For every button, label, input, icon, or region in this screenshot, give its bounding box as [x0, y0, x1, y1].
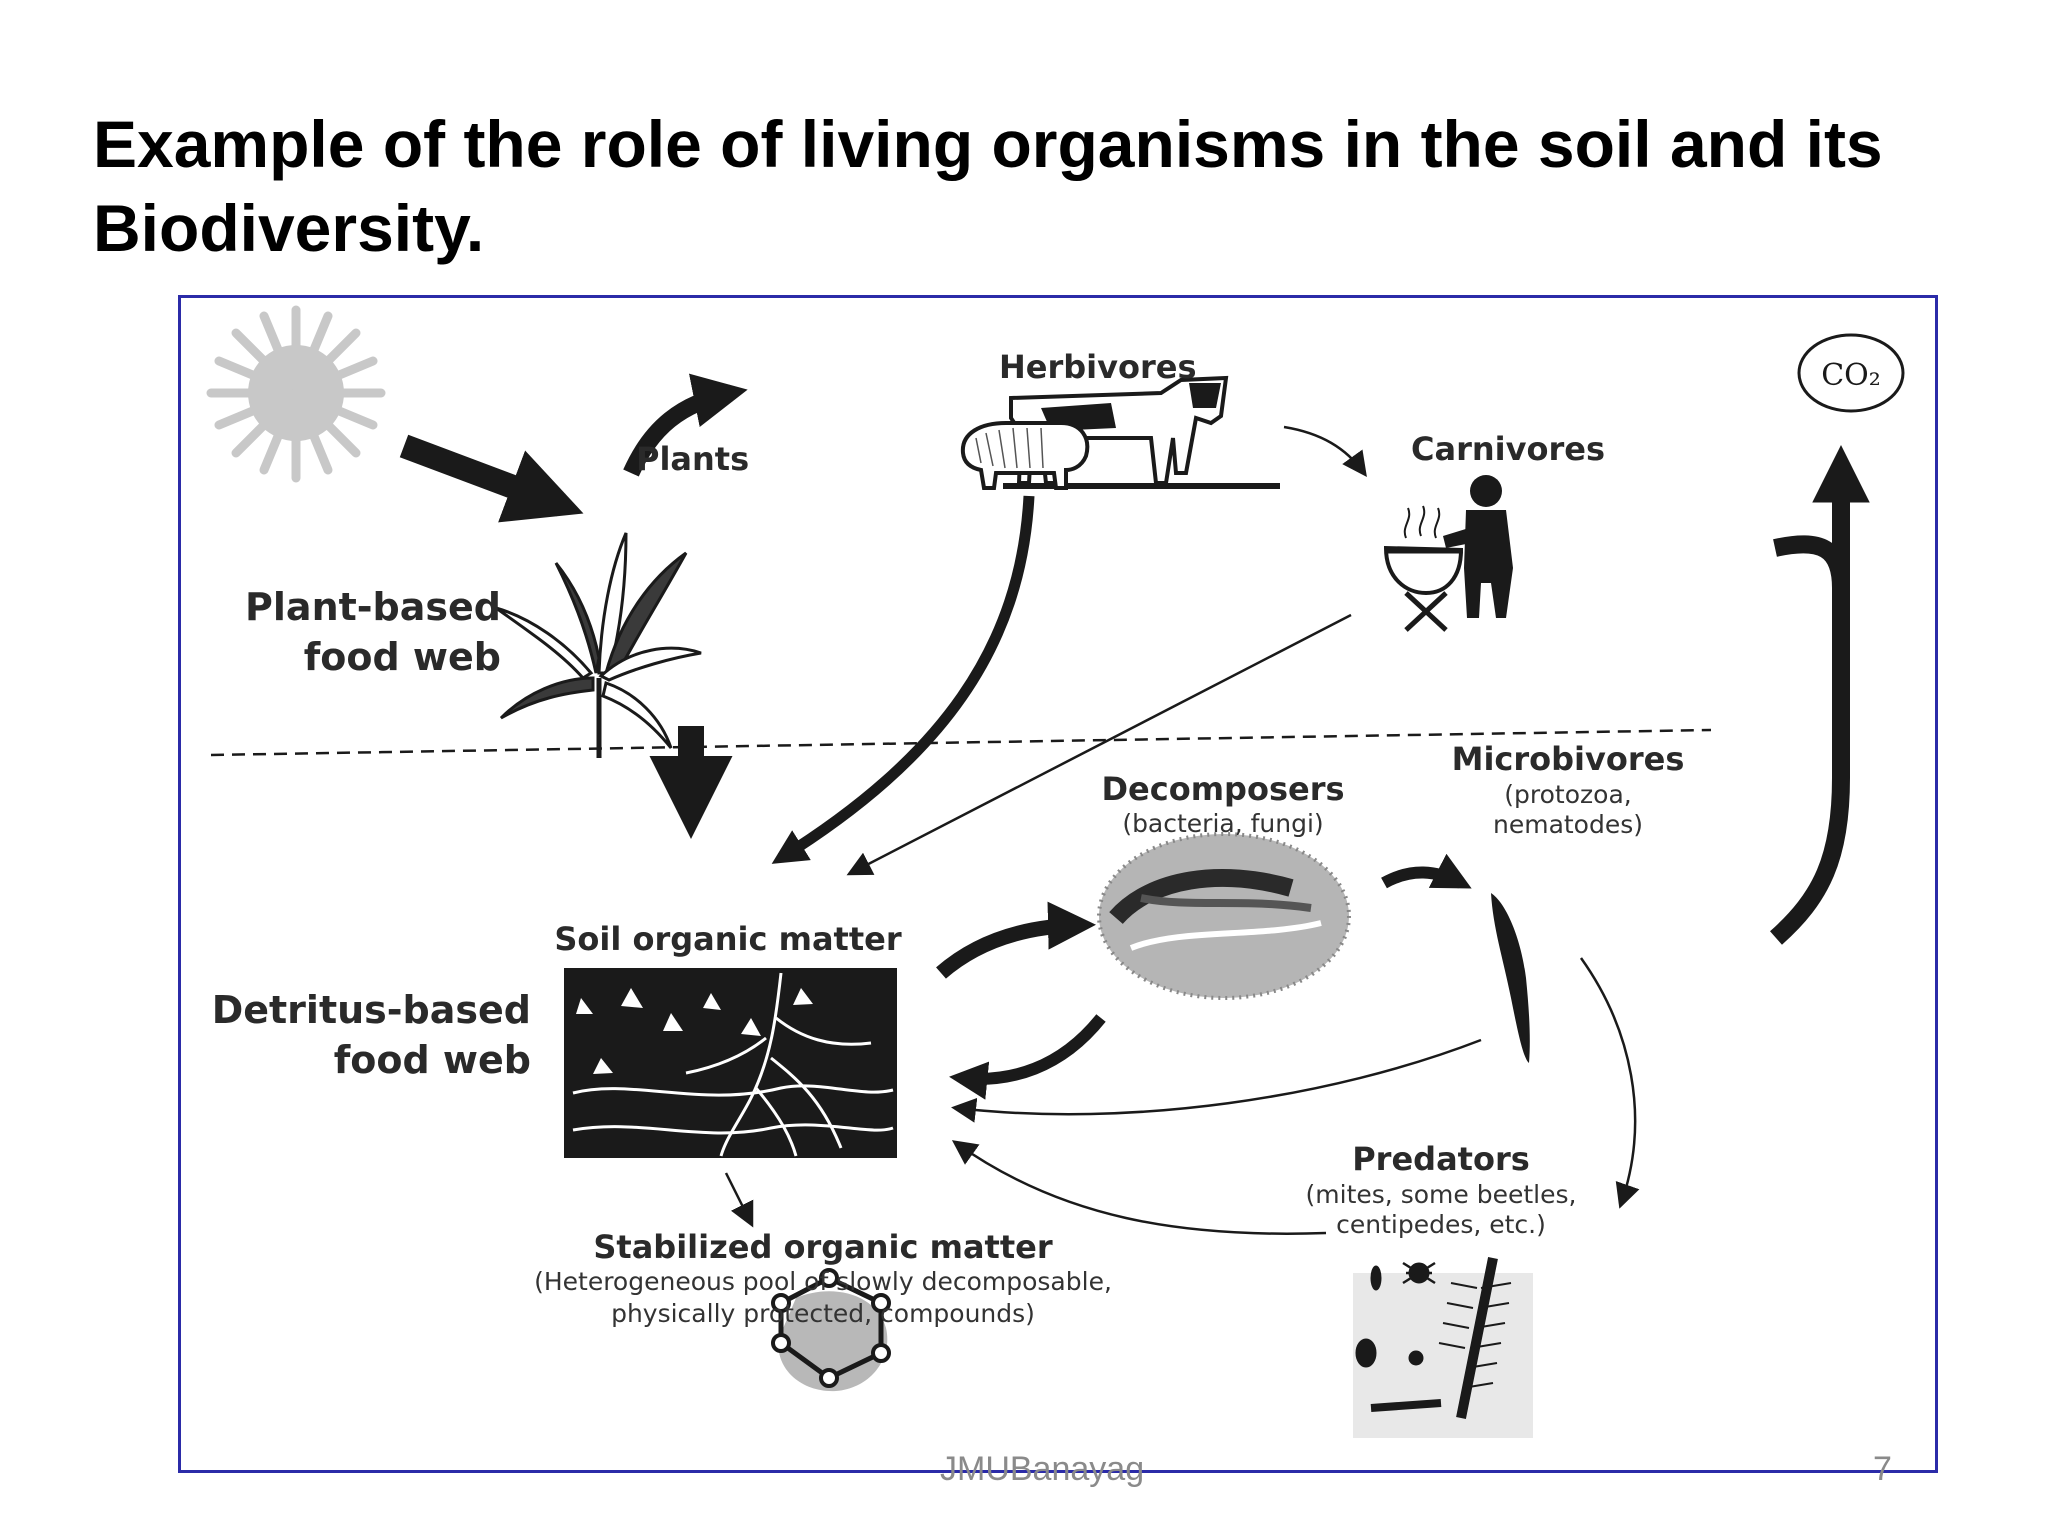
carnivores-to-soil-arrow: [846, 613, 1352, 876]
microbivores-sublabel-1: (protozoa,: [1504, 780, 1631, 809]
detritus-web-label-line2: food web: [334, 1038, 531, 1082]
microbivores-to-soil-arrow: [951, 1038, 1482, 1123]
predators-sublabel-2: centipedes, etc.): [1336, 1210, 1546, 1239]
decomposers-to-soil-arrow: [949, 1014, 1106, 1100]
plant-web-label-line1: Plant-based: [245, 585, 501, 629]
predators-icon: [1353, 1257, 1533, 1438]
herbivores-icon: [960, 375, 1280, 490]
diagram-frame: CO₂: [178, 295, 1938, 1473]
sunlight-arrow: [399, 434, 584, 523]
stabilized-label: Stabilized organic matter: [593, 1228, 1052, 1266]
plant-web-label-line2: food web: [304, 635, 501, 679]
predators-sublabel-1: (mites, some beetles,: [1306, 1180, 1577, 1209]
soil-to-decomposers-arrow: [936, 901, 1096, 979]
microbivore-icon: [1491, 893, 1530, 1063]
co2-label: CO₂: [1797, 333, 1905, 413]
decomposers-to-microbivores-arrow: [1381, 853, 1472, 889]
soil-organic-matter-icon: [564, 968, 897, 1158]
soil-surface-divider: [210, 728, 1712, 757]
detritus-web-label-line1: Detritus-based: [212, 988, 531, 1032]
microbivores-label: Microbivores: [1452, 740, 1685, 778]
soil-to-stabilized-arrow: [724, 1172, 754, 1228]
predators-label: Predators: [1352, 1140, 1530, 1178]
stabilized-sublabel-2: physically protected, compounds): [611, 1299, 1035, 1328]
svg-text:CO₂: CO₂: [1821, 358, 1881, 393]
microbivores-to-predators-arrow: [1579, 957, 1640, 1209]
predators-to-soil-arrow: [951, 1140, 1327, 1235]
soil-organic-matter-label: Soil organic matter: [554, 920, 901, 958]
decomposers-icon: [1097, 832, 1351, 1000]
carnivores-label: Carnivores: [1411, 430, 1605, 468]
microbivores-sublabel-2: nematodes): [1493, 810, 1643, 839]
decomposers-label: Decomposers: [1101, 770, 1344, 808]
herbivores-label: Herbivores: [999, 348, 1197, 386]
page-number: 7: [1873, 1450, 1892, 1488]
slide-title: Example of the role of living organisms …: [93, 107, 1883, 265]
soil-food-web-diagram: CO₂: [206, 305, 1905, 1438]
decomposers-sublabel: (bacteria, fungi): [1122, 809, 1323, 838]
plants-to-herbivores-arrow: [623, 373, 748, 477]
stabilized-sublabel-1: (Heterogeneous pool of slowly decomposab…: [534, 1267, 1112, 1296]
plants-label: Plants: [636, 440, 749, 478]
stabilized-molecule-icon: [771, 1268, 891, 1392]
sun-icon: [206, 305, 386, 483]
herbivores-to-carnivores-arrow: [1283, 425, 1367, 478]
herbivores-to-soil-arrow: [771, 495, 1035, 864]
carnivores-icon: [1383, 475, 1513, 632]
co2-release-line: [1770, 535, 1850, 945]
plant-icon: [495, 532, 702, 758]
footer-author: JMUBanayag: [940, 1450, 1145, 1488]
